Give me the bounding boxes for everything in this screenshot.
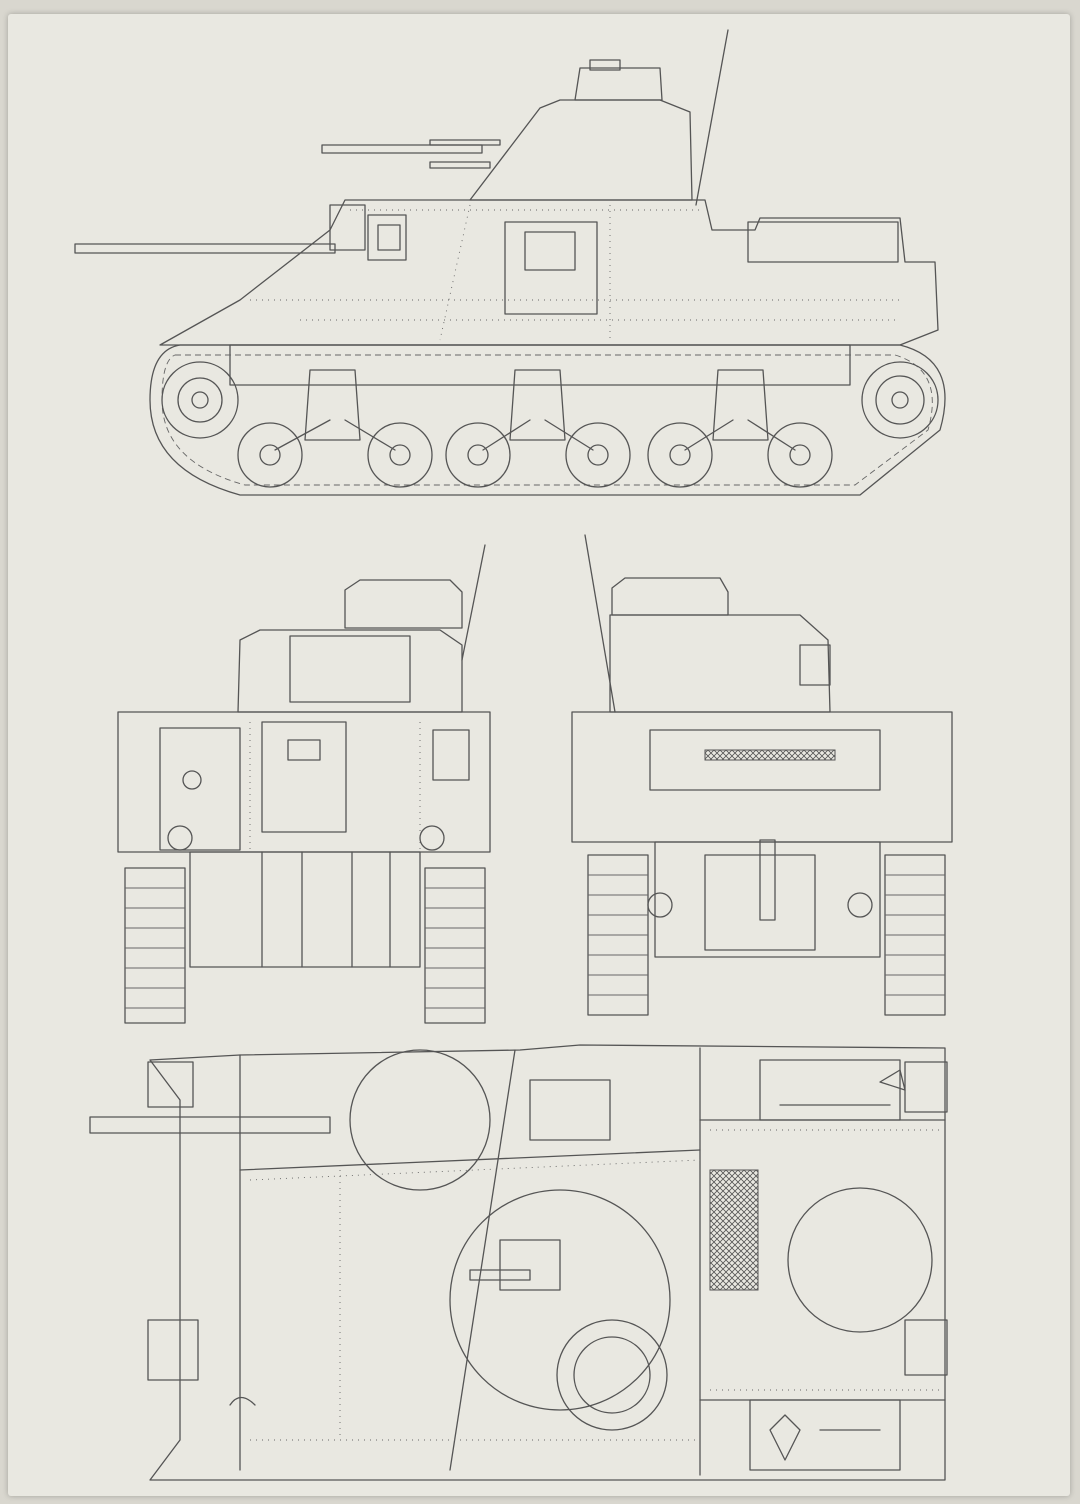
front-view xyxy=(118,545,490,1023)
top-view xyxy=(90,1045,947,1480)
paper-sheet xyxy=(8,14,1070,1496)
side-view xyxy=(75,30,945,495)
rear-view xyxy=(572,535,952,1015)
